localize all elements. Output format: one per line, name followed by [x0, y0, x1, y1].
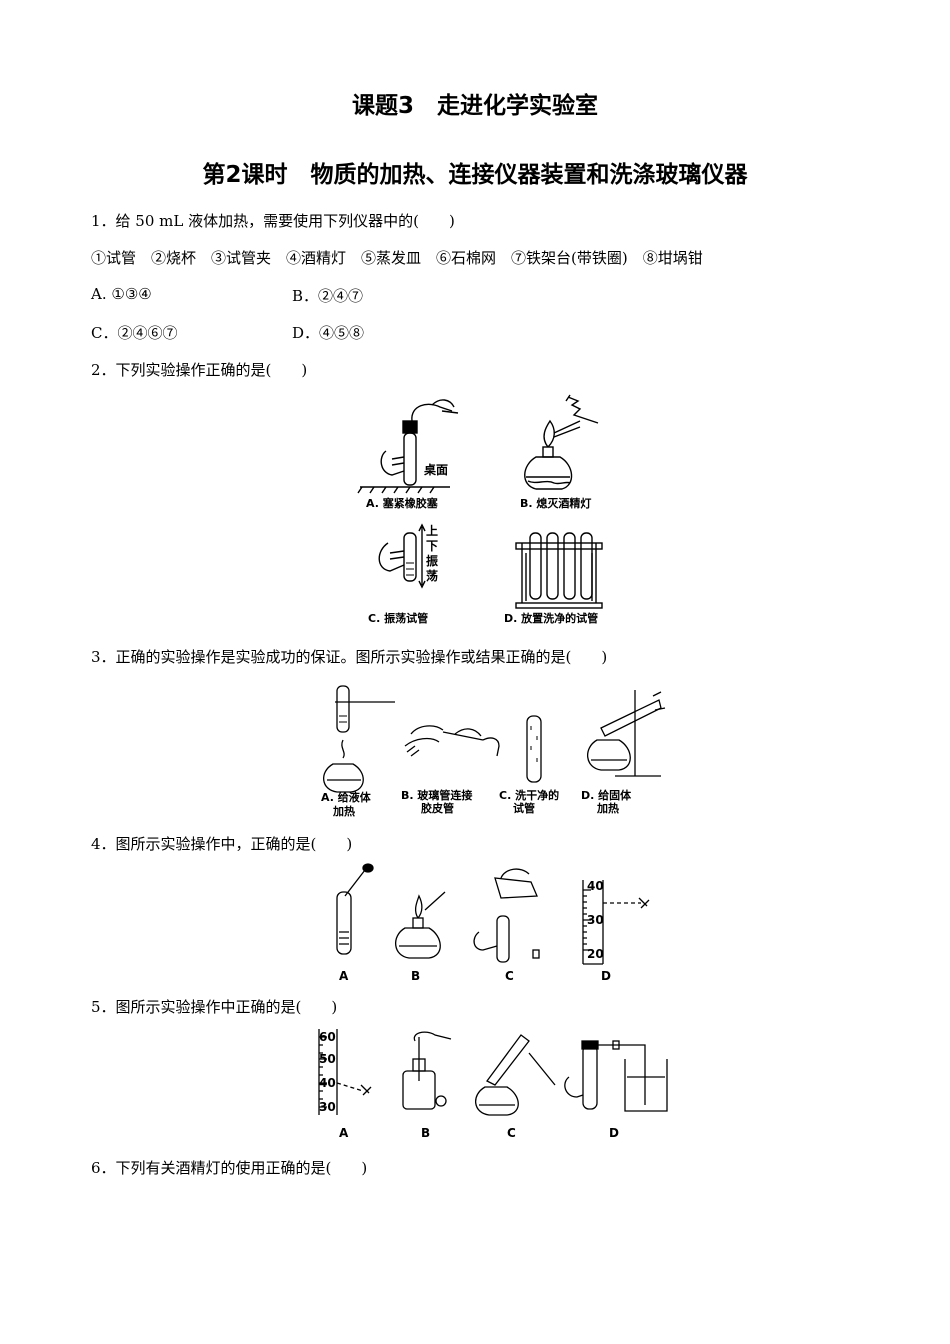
desk-label: 桌面 [423, 462, 448, 477]
scale-5-50: 50 [319, 1052, 336, 1066]
page-title: 课题3 走进化学实验室 [351, 93, 598, 119]
figure-4c-pouring [473, 868, 540, 963]
figure-3a-heating-liquid [323, 685, 395, 793]
question-1-items: ①试管 ②烧杯 ③试管夹 ④酒精灯 ⑤蒸发皿 ⑥石棉网 ⑦铁架台(带铁圈) ⑧坩… [91, 249, 703, 267]
label-5d: D [609, 1126, 619, 1140]
caption-3a-line2: 加热 [332, 804, 355, 818]
figure-4a-dropper [336, 863, 374, 955]
caption-3d-line2: 加热 [596, 801, 619, 815]
scale-5-30: 30 [319, 1100, 336, 1114]
question-6-stem: 6．下列有关酒精灯的使用正确的是( ) [91, 1159, 368, 1177]
shake-label-2: 下 [426, 539, 438, 553]
caption-2d: D. 放置洗净的试管 [504, 611, 598, 625]
caption-2a: A. 塞紧橡胶塞 [366, 496, 439, 510]
caption-2b: B. 熄灭酒精灯 [520, 496, 591, 510]
label-5a: A [339, 1126, 349, 1140]
figure-3c-clean-tube [526, 715, 542, 783]
caption-3b-line1: B. 玻璃管连接 [401, 788, 472, 802]
question-1-stem: 1．给 50 mL 液体加热，需要使用下列仪器中的( ) [91, 212, 455, 230]
figure-3b-connect-tube [404, 725, 500, 757]
shake-label-4: 荡 [426, 568, 438, 583]
question-2-stem: 2．下列实验操作正确的是( ) [91, 361, 308, 379]
figure-2a-stopper-tube [357, 399, 459, 494]
shake-label-1: 上 [426, 523, 438, 538]
question-1-option-b: B．②④⑦ [292, 287, 364, 305]
figure-3d-heating-solid [587, 690, 666, 777]
label-5b: B [421, 1126, 430, 1140]
label-4c: C [505, 969, 514, 983]
caption-3c-line2: 试管 [513, 801, 535, 815]
label-4a: A [339, 969, 349, 983]
shake-label-3: 振 [426, 553, 438, 568]
figure-5d-airtightness-check [564, 1040, 668, 1112]
question-4-stem: 4．图所示实验操作中，正确的是( ) [91, 835, 353, 853]
figure-4d-graduated-cylinder [582, 880, 650, 965]
scale-5-60: 60 [319, 1030, 336, 1044]
question-4-figure: A B C 40 30 20 D [336, 863, 650, 983]
figure-5b-reagent-bottle [402, 1031, 452, 1110]
scale-5-40: 40 [319, 1076, 336, 1090]
question-2-figure: 桌面 A. 塞紧橡胶塞 B. 熄灭酒精灯 上 下 振 荡 C. 振荡试管 [357, 394, 603, 625]
question-3-figure: A. 给液体 加热 B. 玻璃管连接 胶皮管 C. 洗干净的 试管 D. 给固体… [321, 685, 666, 818]
figure-4b-lamp-lighting [395, 891, 446, 959]
caption-2c: C. 振荡试管 [368, 611, 428, 625]
figure-5c-heating-tube [475, 1034, 556, 1116]
question-1-option-a: A. ①③④ [91, 285, 152, 303]
caption-3b-line2: 胶皮管 [421, 801, 454, 815]
figure-2d-tube-rack [515, 532, 603, 609]
figure-2b-alcohol-lamp [524, 394, 599, 490]
caption-3a-line1: A. 给液体 [321, 790, 372, 804]
question-3-stem: 3．正确的实验操作是实验成功的保证。图所示实验操作或结果正确的是( ) [91, 648, 608, 666]
label-5c: C [507, 1126, 516, 1140]
scale-4-20: 20 [587, 947, 604, 961]
page-subtitle: 第2课时 物质的加热、连接仪器装置和洗涤玻璃仪器 [202, 162, 748, 188]
label-4d: D [601, 969, 611, 983]
question-1-option-c: C．②④⑥⑦ [91, 324, 178, 342]
figure-2c-shaking-tube [378, 523, 426, 589]
caption-3c-line1: C. 洗干净的 [499, 788, 559, 802]
question-5-stem: 5．图所示实验操作中正确的是( ) [91, 998, 338, 1016]
scale-4-30: 30 [587, 913, 604, 927]
caption-3d-line1: D. 给固体 [581, 788, 632, 802]
question-1-option-d: D．④⑤⑧ [292, 324, 365, 342]
question-5-figure: 60 50 40 30 A B C D [318, 1029, 668, 1140]
scale-4-40: 40 [587, 879, 604, 893]
figure-5a-graduated-cylinder [318, 1029, 372, 1115]
label-4b: B [411, 969, 420, 983]
